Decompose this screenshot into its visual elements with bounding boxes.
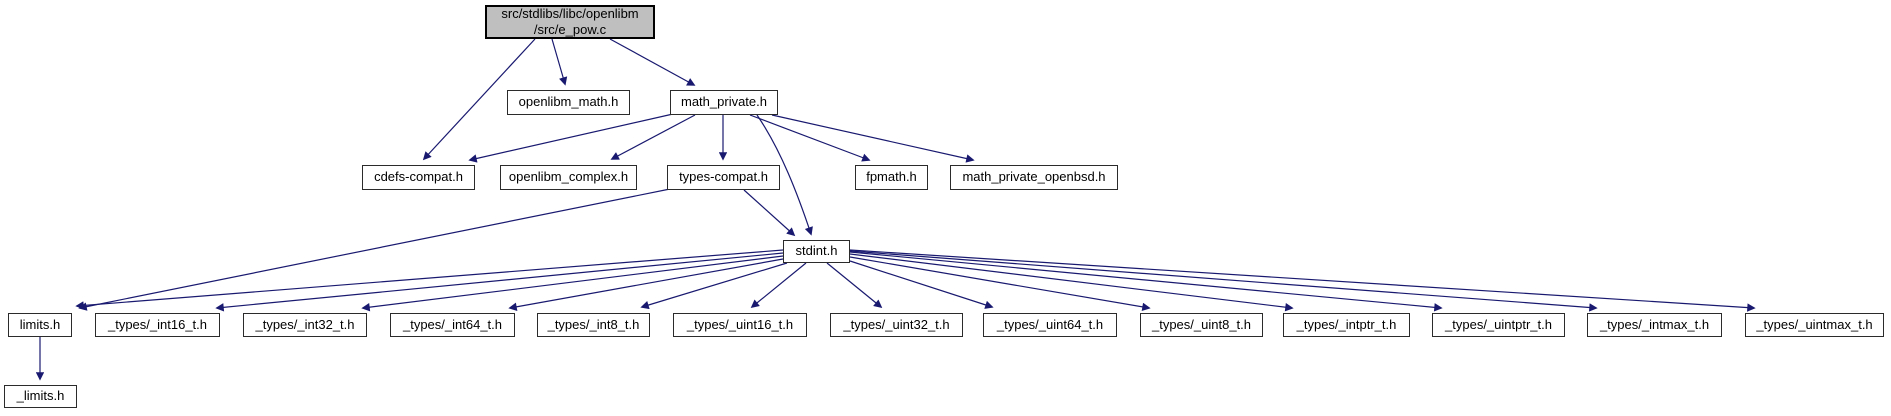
node-fpmath-h[interactable]: fpmath.h <box>855 165 928 190</box>
edge-stdint-to-uint8 <box>849 256 1151 312</box>
node-label: _types/_intptr_t.h <box>1296 316 1397 332</box>
edge-stdint-to-intptr <box>849 253 1294 312</box>
edge-math_private-to-stdint <box>756 114 813 236</box>
node-label: openlibm_complex.h <box>508 169 629 185</box>
node-types-int32_t-h[interactable]: _types/_int32_t.h <box>243 313 367 337</box>
node-label: limits.h <box>19 316 61 332</box>
node-label: types-compat.h <box>679 169 768 185</box>
node-types-uint8_t-h[interactable]: _types/_uint8_t.h <box>1140 313 1263 337</box>
edge-math_private-to-math_private_openbsd <box>771 114 975 163</box>
edge-math_private-to-fpmath <box>749 114 871 162</box>
edge-math_private-to-cdefs-compat <box>468 113 674 163</box>
node-types-uint32_t-h[interactable]: _types/_uint32_t.h <box>830 313 963 337</box>
node-label: _limits.h <box>16 388 65 404</box>
edge-types-compat-to-limits <box>78 188 671 311</box>
node-types-uintmax_t-h[interactable]: _types/_uintmax_t.h <box>1745 313 1884 337</box>
node-label: _types/_int64_t.h <box>402 316 503 332</box>
edge-stdint-to-limits <box>75 249 784 310</box>
node-label: _types/_int32_t.h <box>255 316 355 332</box>
edge-stdint-to-uint64 <box>849 260 994 309</box>
node-label: math_private.h <box>681 94 767 110</box>
node-label: _types/_uint8_t.h <box>1151 316 1252 332</box>
node-label: src/stdlibs/libc/openlibm <box>501 5 639 21</box>
node-label: _types/_int8_t.h <box>547 316 640 332</box>
edge-e_pow-to-openlibm_math <box>551 38 568 86</box>
node-label: cdefs-compat.h <box>374 169 463 185</box>
node-label: math_private_openbsd.h <box>962 169 1106 185</box>
edge-stdint-to-intmax <box>849 250 1598 312</box>
edge-stdint-to-uint16 <box>750 262 807 309</box>
node-label: _types/_int16_t.h <box>107 316 208 332</box>
edge-e_pow-to-math_private <box>609 38 696 86</box>
node-label: _types/_uintmax_t.h <box>1756 316 1873 332</box>
node-src-e_pow-c: src/stdlibs/libc/openlibm /src/e_pow.c <box>485 5 655 39</box>
edge-stdint-to-int8 <box>640 262 788 310</box>
node-label: fpmath.h <box>866 169 917 185</box>
edge-e_pow-to-cdefs-compat <box>422 38 536 161</box>
node-label: /src/e_pow.c <box>533 22 607 37</box>
node-types-int16_t-h[interactable]: _types/_int16_t.h <box>95 313 220 337</box>
node-cdefs-compat-h[interactable]: cdefs-compat.h <box>362 165 475 190</box>
node-label: openlibm_math.h <box>518 94 619 110</box>
node-types-intptr_t-h[interactable]: _types/_intptr_t.h <box>1283 313 1410 337</box>
node-types-uint16_t-h[interactable]: _types/_uint16_t.h <box>673 313 807 337</box>
node-types-intmax_t-h[interactable]: _types/_intmax_t.h <box>1587 313 1722 337</box>
edge-stdint-to-int32 <box>361 255 784 312</box>
node-_limits-h[interactable]: _limits.h <box>4 385 77 408</box>
node-types-uint64_t-h[interactable]: _types/_uint64_t.h <box>983 313 1117 337</box>
node-openlibm_complex-h[interactable]: openlibm_complex.h <box>500 165 637 190</box>
node-label: _types/_intmax_t.h <box>1599 316 1710 332</box>
node-math_private-h[interactable]: math_private.h <box>670 90 778 115</box>
edge-stdint-to-uint32 <box>826 262 883 309</box>
node-types-uintptr_t-h[interactable]: _types/_uintptr_t.h <box>1432 313 1565 337</box>
node-label: _types/_uint32_t.h <box>843 316 950 332</box>
edge-stdint-to-uintmax <box>849 249 1756 312</box>
edge-stdint-to-int64 <box>508 258 784 311</box>
node-math_private_openbsd-h[interactable]: math_private_openbsd.h <box>950 165 1118 190</box>
edge-stdint-to-int16 <box>215 252 784 312</box>
node-label: _types/_uint16_t.h <box>686 316 794 332</box>
node-label: stdint.h <box>795 243 838 259</box>
node-stdint-h[interactable]: stdint.h <box>783 240 850 263</box>
edge-types-compat-to-stdint <box>743 189 796 237</box>
node-openlibm_math-h[interactable]: openlibm_math.h <box>507 90 630 115</box>
node-types-compat-h[interactable]: types-compat.h <box>667 165 780 190</box>
edge-math_private-to-openlibm_complex <box>610 114 696 160</box>
node-label: _types/_uint64_t.h <box>996 316 1104 332</box>
node-types-int8_t-h[interactable]: _types/_int8_t.h <box>537 313 650 337</box>
edge-stdint-to-uintptr <box>849 251 1443 312</box>
node-limits-h[interactable]: limits.h <box>8 313 72 337</box>
node-label: _types/_uintptr_t.h <box>1445 316 1552 332</box>
node-types-int64_t-h[interactable]: _types/_int64_t.h <box>390 313 515 337</box>
